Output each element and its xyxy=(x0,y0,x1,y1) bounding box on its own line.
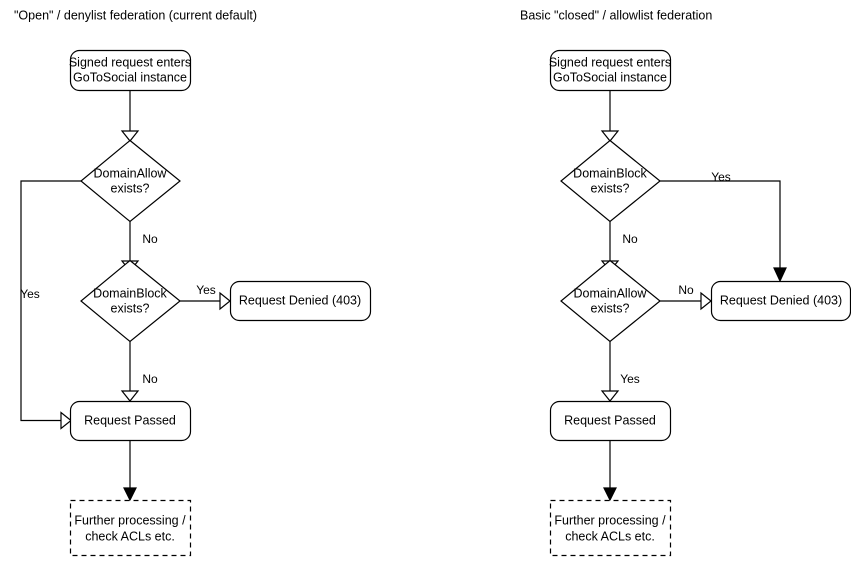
right-further-processing-node[interactable]: Further processing / check ACLs etc. xyxy=(549,499,672,557)
right-decision-domainblock-label-line2: exists? xyxy=(591,181,630,195)
left-request-passed-node[interactable]: Request Passed xyxy=(69,400,192,442)
right-request-denied-label: Request Denied (403) xyxy=(720,293,842,307)
left-edge-passed-to-further-arrowhead xyxy=(123,487,137,502)
right-edge-allow-yes-arrowhead xyxy=(600,390,620,402)
left-request-denied-label: Request Denied (403) xyxy=(239,293,361,307)
left-edge-block-yes-label: Yes xyxy=(196,283,216,297)
left-further-processing-shape[interactable] xyxy=(69,499,192,557)
right-edge-block-yes-label: Yes xyxy=(711,170,731,184)
right-edge-passed-to-further xyxy=(603,440,617,502)
right-decision-domainblock-label-line1: DomainBlock xyxy=(573,166,647,180)
panel-left: "Open" / denylist federation (current de… xyxy=(14,8,372,557)
left-edge-block-no: No xyxy=(120,341,158,402)
left-edge-allow-yes-line xyxy=(20,180,81,422)
right-edge-entry-to-block-arrowhead xyxy=(600,130,620,142)
left-decision-domainallow-label-line2: exists? xyxy=(111,181,150,195)
right-request-passed-label: Request Passed xyxy=(564,413,656,427)
right-edge-block-yes-arrowhead xyxy=(773,267,787,283)
right-request-denied-node[interactable]: Request Denied (403) xyxy=(710,280,851,322)
right-edge-allow-no-label: No xyxy=(678,283,694,297)
left-edge-allow-yes-label: Yes xyxy=(20,287,40,301)
right-edge-block-no-label: No xyxy=(622,232,638,246)
right-decision-domainallow-label-line2: exists? xyxy=(591,301,630,315)
left-entry-node-label-line2: GoToSocial instance xyxy=(73,70,187,84)
left-decision-domainallow[interactable]: DomainAllow exists? xyxy=(80,139,181,223)
left-request-denied-node[interactable]: Request Denied (403) xyxy=(229,280,372,322)
right-edge-passed-to-further-arrowhead xyxy=(603,487,617,502)
right-decision-domainblock[interactable]: DomainBlock exists? xyxy=(560,139,661,223)
left-decision-domainblock-label-line1: DomainBlock xyxy=(93,286,167,300)
left-edge-block-yes: Yes xyxy=(180,283,231,311)
left-edge-entry-to-allow xyxy=(120,90,140,142)
left-entry-node[interactable]: Signed request enters GoToSocial instanc… xyxy=(69,49,191,92)
right-further-processing-label-line1: Further processing / xyxy=(554,513,666,527)
right-entry-node[interactable]: Signed request enters GoToSocial instanc… xyxy=(549,49,671,92)
right-edge-allow-no-arrowhead xyxy=(700,291,712,311)
left-further-processing-label-line1: Further processing / xyxy=(74,513,186,527)
left-edge-allow-yes-arrowhead xyxy=(60,411,72,430)
right-decision-domainallow-label-line1: DomainAllow xyxy=(574,286,648,300)
right-edge-allow-yes: Yes xyxy=(600,341,640,402)
right-entry-node-label-line1: Signed request enters xyxy=(549,55,671,69)
right-further-processing-label-line2: check ACLs etc. xyxy=(565,529,655,543)
left-edge-block-no-arrowhead xyxy=(120,390,140,402)
left-entry-node-label-line1: Signed request enters xyxy=(69,55,191,69)
panel-right: Basic "closed" / allowlist federation Si… xyxy=(520,8,851,557)
left-decision-domainblock[interactable]: DomainBlock exists? xyxy=(80,259,181,343)
left-further-processing-node[interactable]: Further processing / check ACLs etc. xyxy=(69,499,192,557)
right-edge-allow-no: No xyxy=(660,283,712,311)
right-edge-entry-to-block xyxy=(600,90,620,142)
panel-right-title: Basic "closed" / allowlist federation xyxy=(520,8,712,22)
right-entry-node-label-line2: GoToSocial instance xyxy=(553,70,667,84)
right-edge-block-yes-line xyxy=(660,180,781,274)
left-request-passed-label: Request Passed xyxy=(84,413,176,427)
left-edge-block-no-label: No xyxy=(142,372,158,386)
right-decision-domainallow[interactable]: DomainAllow exists? xyxy=(560,259,661,343)
left-edge-allow-yes: Yes xyxy=(20,180,81,430)
left-further-processing-label-line2: check ACLs etc. xyxy=(85,529,175,543)
left-edge-allow-no-label: No xyxy=(142,232,158,246)
right-further-processing-shape[interactable] xyxy=(549,499,672,557)
left-edge-block-yes-arrowhead xyxy=(219,291,231,311)
right-request-passed-node[interactable]: Request Passed xyxy=(549,400,672,442)
right-edge-allow-yes-label: Yes xyxy=(620,372,640,386)
left-decision-domainblock-label-line2: exists? xyxy=(111,301,150,315)
panel-left-title: "Open" / denylist federation (current de… xyxy=(14,8,257,22)
left-edge-entry-to-allow-arrowhead xyxy=(120,130,140,142)
left-decision-domainallow-label-line1: DomainAllow xyxy=(94,166,168,180)
left-edge-passed-to-further xyxy=(123,440,137,502)
left-request-denied-shape[interactable] xyxy=(229,280,372,322)
right-edge-block-yes: Yes xyxy=(660,170,787,283)
